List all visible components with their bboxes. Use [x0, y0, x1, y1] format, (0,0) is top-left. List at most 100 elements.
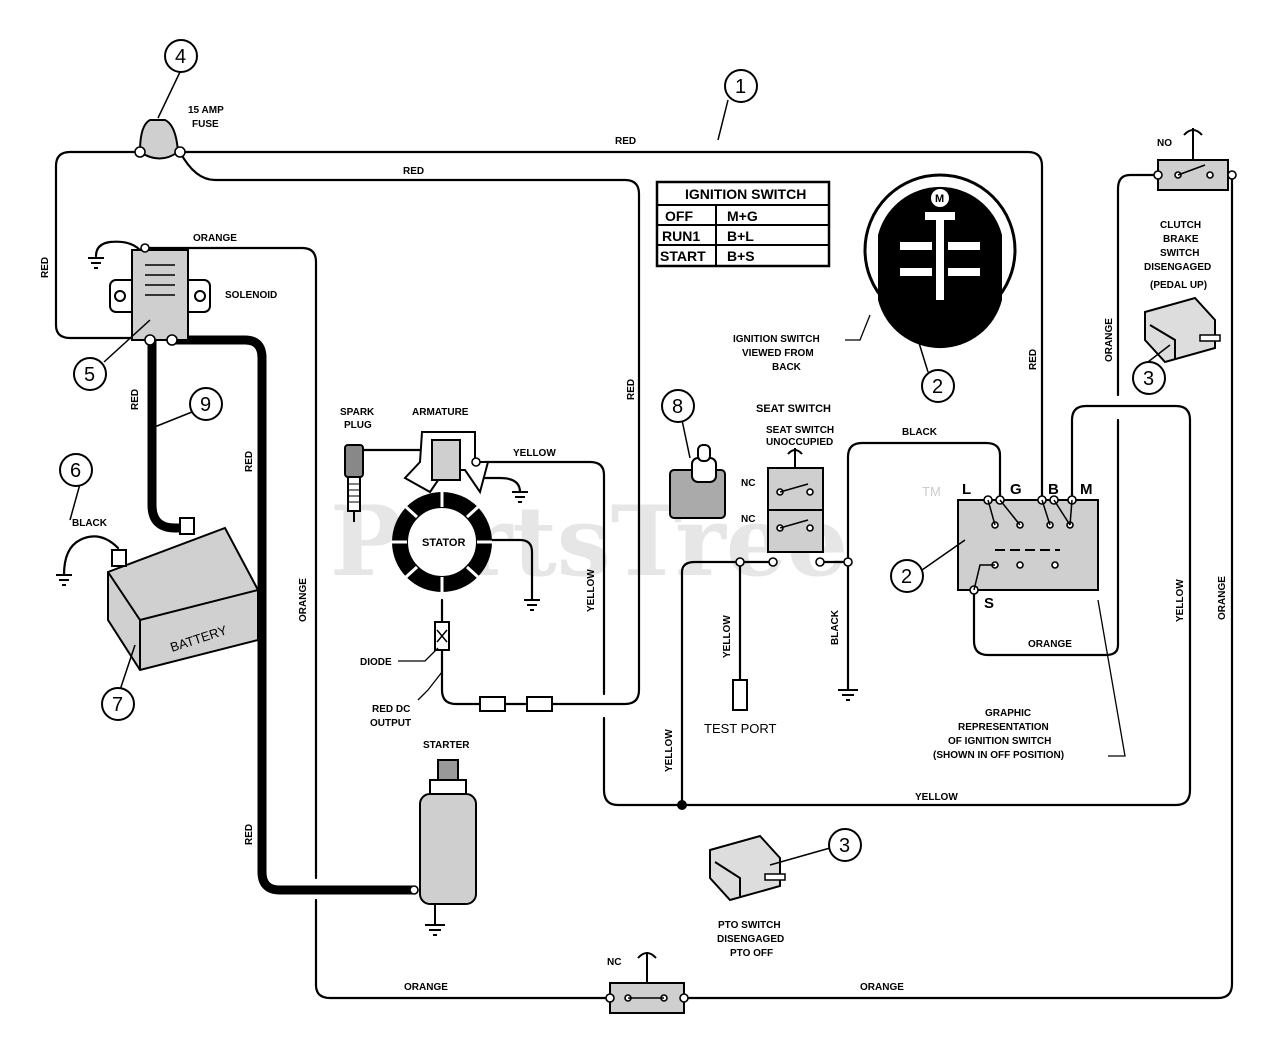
- wire-orange-top: ORANGE: [193, 233, 237, 244]
- wire-orange-left: ORANGE: [298, 578, 309, 622]
- callout-2a: 2: [932, 376, 943, 398]
- wire-black-vertical: BLACK: [830, 609, 841, 645]
- spark-plug-label-2: PLUG: [344, 420, 372, 431]
- wire-yellow-test: YELLOW: [722, 615, 733, 658]
- wire-orange-clutch: ORANGE: [1104, 318, 1115, 362]
- wire-orange-bottom-left: ORANGE: [404, 982, 448, 993]
- leader-diode: [398, 647, 439, 662]
- starter-label: STARTER: [423, 740, 470, 751]
- wire-red-right: RED: [1028, 349, 1039, 370]
- leader-graphic: [1097, 599, 1126, 757]
- ign-view-1: IGNITION SWITCH: [733, 334, 820, 345]
- wire-red-battery: RED: [130, 389, 141, 410]
- seat-unoccupied-2: UNOCCUPIED: [766, 437, 833, 448]
- leader-red-dc: [417, 671, 443, 701]
- wire-yellow-armature: YELLOW: [513, 448, 556, 459]
- battery: BATTERY: [107, 517, 259, 672]
- ignition-table: IGNITION SWITCH OFF M+G RUN1 B+L START B…: [655, 180, 831, 268]
- callout-2b: 2: [901, 566, 912, 588]
- wires: [54, 150, 1234, 1000]
- connector-b: [526, 696, 553, 712]
- clutch-switch-picture: [1144, 296, 1221, 364]
- diode: [434, 621, 450, 651]
- ign-view-2: VIEWED FROM: [742, 348, 814, 359]
- stator-label: STATOR: [422, 537, 465, 549]
- callout-4: 4: [175, 46, 186, 68]
- wire-black-top: BLACK: [902, 427, 938, 438]
- test-port-label: TEST PORT: [704, 721, 777, 736]
- clutch-note-5: (PEDAL UP): [1150, 280, 1207, 291]
- wire-red-starter-1: RED: [244, 451, 255, 472]
- diode-label: DIODE: [360, 657, 392, 668]
- graphic-note-2: REPRESENTATION: [958, 722, 1049, 733]
- graphic-term-s: S: [984, 595, 994, 612]
- seat-nc-1: NC: [741, 478, 755, 489]
- ignition-row-conn-0: M+G: [727, 208, 758, 224]
- back-term-l: L: [990, 274, 999, 291]
- clutch-note-3: SWITCH: [1160, 248, 1199, 259]
- wire-yellow-mid: YELLOW: [586, 569, 597, 612]
- clutch-brake-switch: [1153, 128, 1237, 191]
- callout-9: 9: [200, 394, 211, 416]
- graphic-term-m: M: [1080, 481, 1093, 498]
- battery-cables: [147, 335, 417, 895]
- clutch-no-label: NO: [1157, 138, 1172, 149]
- solenoid-label: SOLENOID: [225, 290, 277, 301]
- clutch-note-1: CLUTCH: [1160, 220, 1201, 231]
- wire-yellow-right: YELLOW: [1175, 579, 1186, 622]
- switch-part-8: [669, 444, 726, 519]
- test-port: [732, 679, 748, 711]
- graphic-term-g: G: [1010, 481, 1022, 498]
- armature-label: ARMATURE: [412, 407, 469, 418]
- pto-note-1: PTO SWITCH: [718, 920, 781, 931]
- armature: [403, 431, 490, 495]
- battery-black-label: BLACK: [72, 518, 108, 529]
- callout-1: 1: [735, 76, 746, 98]
- ignition-switch-back-view: M B S G L: [863, 173, 1017, 349]
- ignition-row-pos-1: RUN1: [662, 228, 700, 244]
- back-term-m: M: [935, 193, 944, 205]
- graphic-note-3: OF IGNITION SWITCH: [948, 736, 1051, 747]
- callouts: 1 2 2 3 3 4 5 6 7 8 9: [59, 39, 1171, 866]
- ignition-switch-graphic: L G B M S: [957, 481, 1099, 612]
- spark-plug: [344, 444, 364, 522]
- wire-red-mid: RED: [626, 379, 637, 400]
- red-dc-label-2: OUTPUT: [370, 718, 411, 729]
- junction-dot: [677, 800, 687, 810]
- starter: [409, 759, 477, 925]
- wire-yellow-junction: YELLOW: [664, 729, 675, 772]
- clutch-note-4: DISENGAGED: [1144, 262, 1211, 273]
- graphic-term-b: B: [1048, 481, 1059, 498]
- ignition-row-conn-2: B+S: [727, 248, 755, 264]
- watermark-tm: TM: [922, 484, 941, 499]
- back-term-g: G: [882, 274, 894, 291]
- wire-orange-s: ORANGE: [1028, 639, 1072, 650]
- callout-5: 5: [84, 364, 95, 386]
- callout-8: 8: [672, 396, 683, 418]
- back-term-s: S: [992, 232, 1002, 249]
- callout-3b: 3: [839, 835, 850, 857]
- ign-view-3: BACK: [772, 362, 802, 373]
- graphic-note-1: GRAPHIC: [985, 708, 1031, 719]
- wire-red-second: RED: [403, 166, 424, 177]
- callout-7: 7: [112, 694, 123, 716]
- ignition-row-pos-0: OFF: [665, 208, 693, 224]
- pto-note-2: DISENGAGED: [717, 934, 784, 945]
- wire-orange-bottom-right: ORANGE: [860, 982, 904, 993]
- clutch-note-2: BRAKE: [1163, 234, 1199, 245]
- ignition-row-pos-2: START: [660, 248, 706, 264]
- wire-red-top: RED: [615, 136, 636, 147]
- ignition-row-conn-1: B+L: [727, 228, 754, 244]
- solenoid: [109, 243, 211, 346]
- ignition-table-title: IGNITION SWITCH: [685, 186, 806, 202]
- graphic-note-4: (SHOWN IN OFF POSITION): [933, 750, 1064, 761]
- pto-note-3: PTO OFF: [730, 948, 773, 959]
- labels: 15 AMP FUSE SOLENOID BLACK SPARK PLUG AR…: [72, 105, 1211, 968]
- ground-symbols: [56, 257, 858, 936]
- fuse-label-2: FUSE: [192, 119, 219, 130]
- wire-yellow-bottom: YELLOW: [915, 792, 958, 803]
- spark-plug-label-1: SPARK: [340, 407, 375, 418]
- back-term-b: B: [882, 228, 893, 245]
- pto-switch-picture: [709, 834, 786, 902]
- connector-a: [479, 696, 506, 712]
